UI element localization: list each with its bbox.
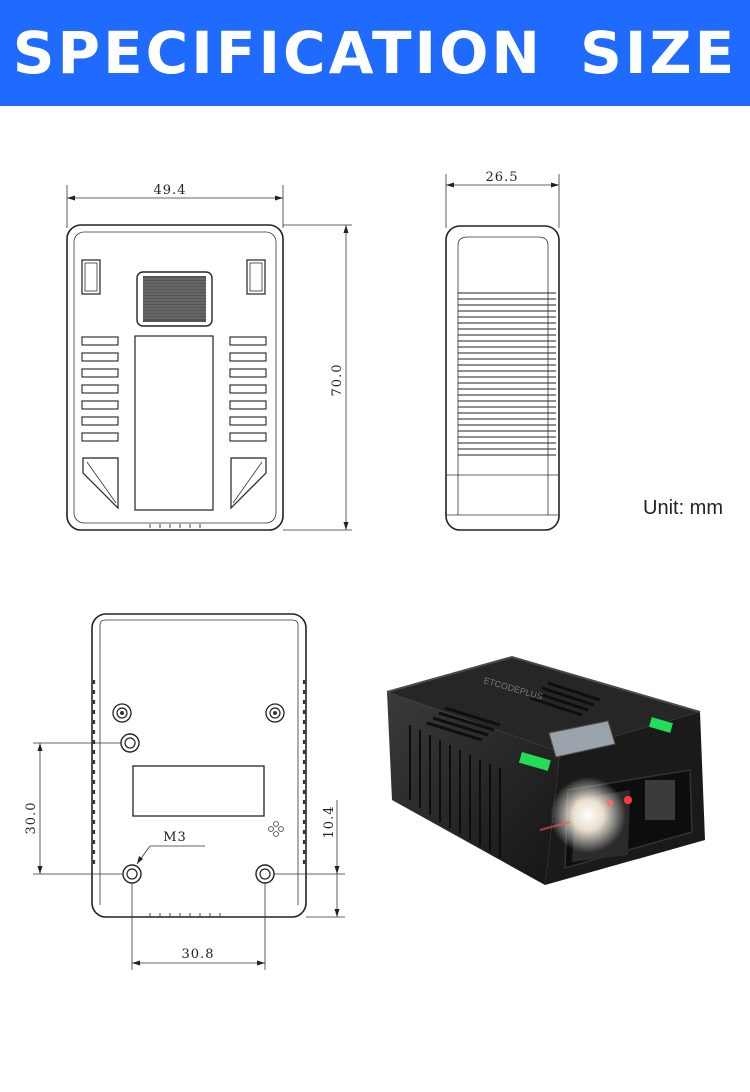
page-title: SPECIFICATION SIZE <box>12 19 738 87</box>
title-banner: SPECIFICATION SIZE <box>0 0 750 106</box>
product-photo: ETCODEPLUS <box>386 655 705 885</box>
front-width-label: 49.4 <box>154 183 187 198</box>
front-view: 49.4 70.0 <box>66 183 352 531</box>
hole-spacing-vertical-label: 30.0 <box>24 802 39 835</box>
hole-offset-bottom-label: 10.4 <box>322 806 337 839</box>
unit-label: Unit: mm <box>643 497 723 519</box>
side-view: 26.5 <box>445 170 560 531</box>
screw-label: M3 <box>163 830 187 845</box>
side-depth-label: 26.5 <box>486 170 519 185</box>
hole-spacing-horizontal-label: 30.8 <box>182 947 215 962</box>
back-view: M3 30.0 10.4 30.8 <box>24 613 345 970</box>
front-height-label: 70.0 <box>330 364 345 397</box>
